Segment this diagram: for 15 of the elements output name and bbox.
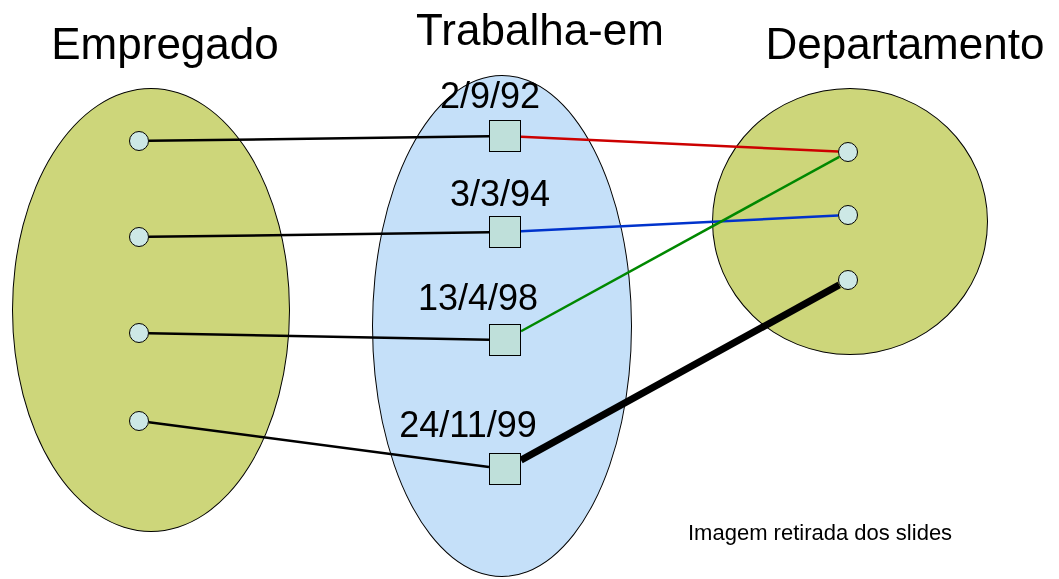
set-title: Departamento (765, 22, 1045, 66)
connector-line (520, 135, 839, 153)
connector-line (148, 421, 490, 469)
date-label: 3/3/94 (449, 176, 551, 212)
connector-line (149, 134, 489, 143)
set-title: Empregado (51, 22, 279, 66)
connector-line (519, 281, 841, 464)
connector-line (520, 155, 840, 333)
date-label: 13/4/98 (417, 280, 539, 316)
connector-line (149, 230, 489, 239)
source-note: Imagem retirada dos slides (688, 522, 953, 544)
set-title: Trabalha-em (416, 8, 664, 52)
connector-line (520, 214, 839, 233)
date-label: 24/11/99 (399, 407, 537, 443)
connector-line (148, 331, 490, 341)
